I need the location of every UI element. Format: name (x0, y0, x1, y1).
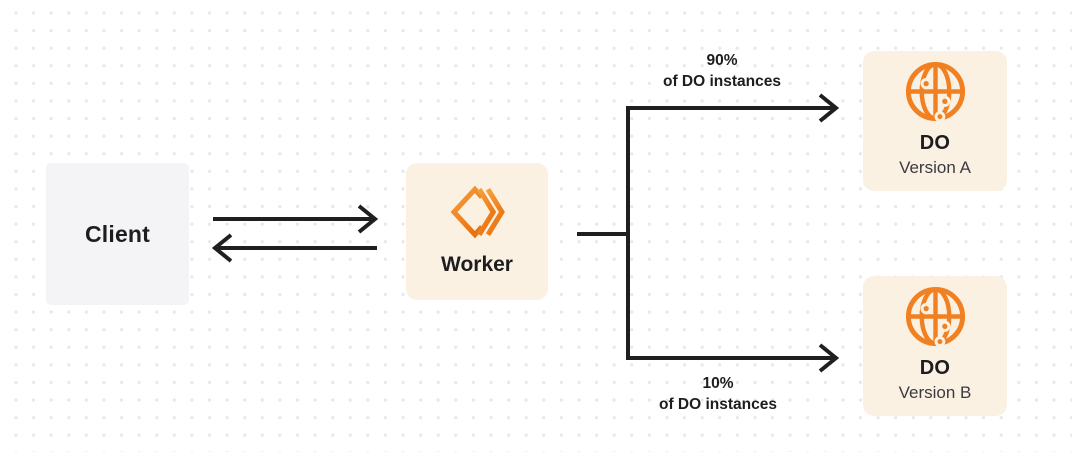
top-branch-caption: of DO instances (663, 73, 781, 90)
do-b-icon-wrap (904, 285, 967, 348)
do-a-title: DO (919, 132, 951, 154)
do-version-b-node: DO Version B (863, 276, 1007, 416)
worker-icon-wrap (447, 182, 508, 242)
client-to-worker-arrow (213, 204, 379, 234)
bottom-branch-caption: of DO instances (659, 396, 777, 413)
worker-node: Worker (406, 163, 548, 300)
client-node: Client (46, 163, 189, 305)
worker-label: Worker (441, 253, 513, 276)
bottom-branch-label: 10% of DO instances (628, 373, 808, 415)
do-b-subtitle: Version B (898, 383, 972, 402)
worker-to-client-arrow (211, 233, 377, 263)
branch-to-do-a-arrow (626, 93, 840, 358)
branch-to-do-b-arrow (626, 234, 840, 373)
do-a-icon-wrap (904, 60, 967, 123)
do-a-subtitle: Version A (899, 158, 971, 177)
durable-object-globe-icon (905, 61, 965, 123)
durable-object-globe-icon (905, 286, 965, 348)
top-branch-label: 90% of DO instances (632, 50, 812, 92)
top-branch-percent: 90% (706, 52, 738, 69)
do-b-title: DO (919, 357, 951, 379)
workers-logo-icon (450, 185, 505, 239)
do-version-a-node: DO Version A (863, 51, 1007, 191)
bottom-branch-percent: 10% (702, 375, 734, 392)
client-label: Client (84, 220, 151, 247)
